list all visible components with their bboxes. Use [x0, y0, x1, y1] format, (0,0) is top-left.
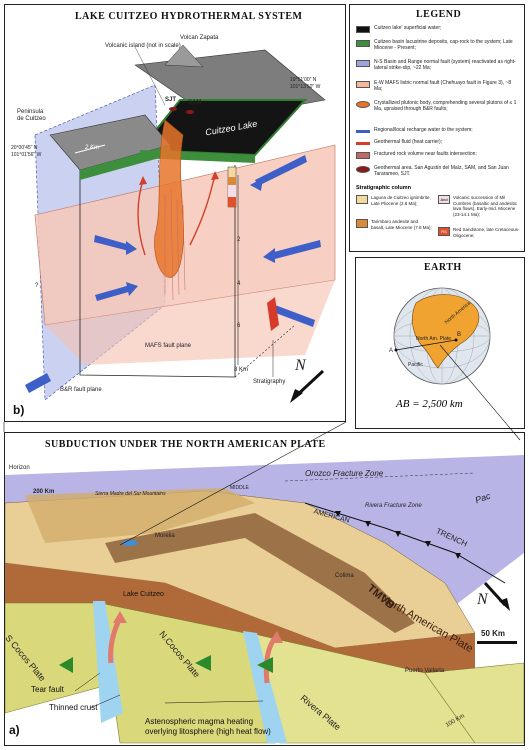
label-horizon: Horizon — [9, 465, 30, 471]
scale-bar — [477, 641, 517, 644]
panel-b-letter: b) — [13, 403, 25, 417]
label-sierra: Sierra Madre del Sur Mountains — [95, 491, 166, 497]
label-lake-cuitzeo: Lake Cuitzeo — [123, 591, 164, 598]
legend-item: Geothermal fluid (heat carrier); — [356, 139, 520, 145]
label-question: ? — [35, 283, 39, 289]
earth-label-a: A — [389, 348, 394, 354]
label-coord-ne-lon: 101°13'50" W — [290, 84, 321, 90]
label-morelia: Morelia — [155, 533, 175, 539]
legend-title: LEGEND — [416, 9, 462, 20]
label-coord-ne-lat: 19°51'00" N — [290, 77, 317, 83]
legend-item: Fractured rock volume near faults inters… — [356, 151, 520, 159]
label-mafs-fault-plane: MAFS fault plane — [145, 343, 192, 349]
north-american-plate-front — [165, 583, 475, 683]
recharge-arrow — [95, 285, 132, 301]
plate-arrow — [195, 655, 211, 671]
label-volcanic-island: Volcanic island (not in scale) — [105, 43, 181, 49]
legend-swatch-5 — [356, 130, 370, 133]
earth-panel: EARTH A B North America North Am. Plate … — [355, 257, 525, 429]
legend-item: Cuitzeo lake' superficial water; — [356, 25, 520, 33]
legend-item: Crystallized plutonic body, comprehendin… — [356, 100, 520, 112]
label-sam: SAM — [188, 100, 202, 106]
strike-slip-symbol-red — [267, 297, 279, 331]
panel-b-hydrothermal-system: LAKE CUITZEO HYDROTHERMAL SYSTEM — [4, 4, 346, 422]
legend-swatch-8 — [356, 166, 370, 173]
legend-item: E-W MAFS listric normal fault (Chehuayo … — [356, 80, 520, 92]
legend-item: Cuitzeo basin lacustrine deposits, cap-r… — [356, 39, 520, 51]
depth-tick-2: 2 — [237, 237, 241, 243]
recharge-arrow — [94, 235, 130, 251]
label-volcan-zapata: Volcan Zapata — [180, 35, 219, 41]
plutonic-body — [154, 119, 184, 278]
tear-gap-west — [93, 601, 123, 723]
mafs-fault-plane-lower — [45, 280, 335, 365]
hydrothermal-block-diagram — [25, 44, 336, 403]
plate-arrow — [59, 657, 73, 673]
plate-arrow — [257, 657, 273, 673]
callout-tear-fault: Tear fault — [31, 685, 64, 694]
block-frame — [79, 155, 236, 378]
label-peninsula-line2: de Cuitzeo — [17, 116, 46, 122]
earth-formula: AB = 2,500 km — [396, 398, 463, 410]
earth-title: EARTH — [424, 262, 462, 273]
strike-slip-arrow — [273, 305, 315, 327]
earth-label-b: B — [457, 332, 462, 338]
lake-cuitzeo-marker — [122, 540, 138, 546]
legend-swatch-0 — [356, 26, 370, 33]
depth-tick-8km: 8 Km — [234, 367, 249, 373]
strat-title: Stratigraphic column — [356, 185, 412, 191]
legend-panel: LEGEND Cuitzeo lake' superficial water; … — [349, 4, 525, 252]
label-puerto-vallarta: Puerto Vallarta — [405, 668, 445, 674]
sam-marker — [186, 110, 194, 114]
ab-line — [395, 339, 457, 351]
label-middle: MIDDLE — [230, 485, 249, 491]
legend-swatch-1 — [356, 40, 370, 47]
panel-a-letter: a) — [9, 723, 20, 737]
label-scale-2km: 2 Km — [85, 145, 100, 151]
label-sjt: SJT — [165, 97, 177, 103]
label-orozco: Orozco Fracture Zone — [305, 469, 384, 478]
legend-swatch-4 — [356, 101, 370, 108]
callout-astheno-line1: Astenospheric magma heating — [145, 717, 254, 726]
label-north-a: N — [477, 591, 488, 608]
panel-b-title: LAKE CUITZEO HYDROTHERMAL SYSTEM — [75, 11, 303, 22]
label-north-b: N — [295, 357, 306, 374]
volcan-zapata — [164, 44, 204, 68]
legend-swatch-2 — [356, 60, 370, 67]
earth-label-nap: North Am. Plate — [416, 336, 452, 342]
label-rivera-fz: Rivera Fracture Zone — [365, 503, 422, 509]
strat-item: Laguna de Cuitzeo ignimbrite, Late Plioc… — [356, 195, 432, 206]
label-peninsula-line1: Peninsula — [17, 109, 44, 115]
tear-gap-east — [243, 631, 287, 743]
subduction-block-diagram — [5, 455, 524, 744]
legend-swatch-3 — [356, 81, 370, 88]
depth-tick-4: 4 — [237, 281, 241, 287]
legend-swatch-7 — [356, 152, 370, 159]
recharge-arrow — [255, 155, 307, 186]
earth-label-pacific: Pacific — [408, 362, 423, 368]
label-50km: 50 Km — [481, 629, 506, 638]
callout-astheno-line2: overlying litosphere (high heat flow) — [145, 727, 271, 736]
recharge-arrow — [270, 240, 321, 260]
callout-thinned-crust: Thinned crust — [49, 703, 98, 712]
label-colima: Colima — [335, 573, 354, 579]
sjt-marker — [169, 107, 177, 111]
label-coord-sw-lon: 101°01'56" W — [11, 152, 42, 158]
label-br-fault-plane: B&R fault plane — [60, 387, 102, 393]
label-coord-sw-lat: 20°00'45" N — [11, 145, 38, 151]
legend-item: Regional/local recharge water to the sys… — [356, 127, 520, 133]
strat-item: Tarimbaro andesite and basalt, Late Mioc… — [356, 219, 432, 230]
label-200km: 200 Km — [33, 489, 55, 495]
legend-item: Geothermal area. San Agustín del Maíz, S… — [356, 165, 520, 177]
label-stratigraphy: Stratigraphy — [253, 379, 286, 385]
strike-slip-symbol-blue — [25, 373, 51, 393]
legend-item: N-S Basin and Range normal fault (system… — [356, 59, 520, 71]
depth-tick-6: 6 — [237, 323, 241, 329]
legend-swatch-6 — [356, 142, 370, 145]
panel-a-subduction: SUBDUCTION UNDER THE NORTH AMERICAN PLAT… — [3, 432, 525, 746]
